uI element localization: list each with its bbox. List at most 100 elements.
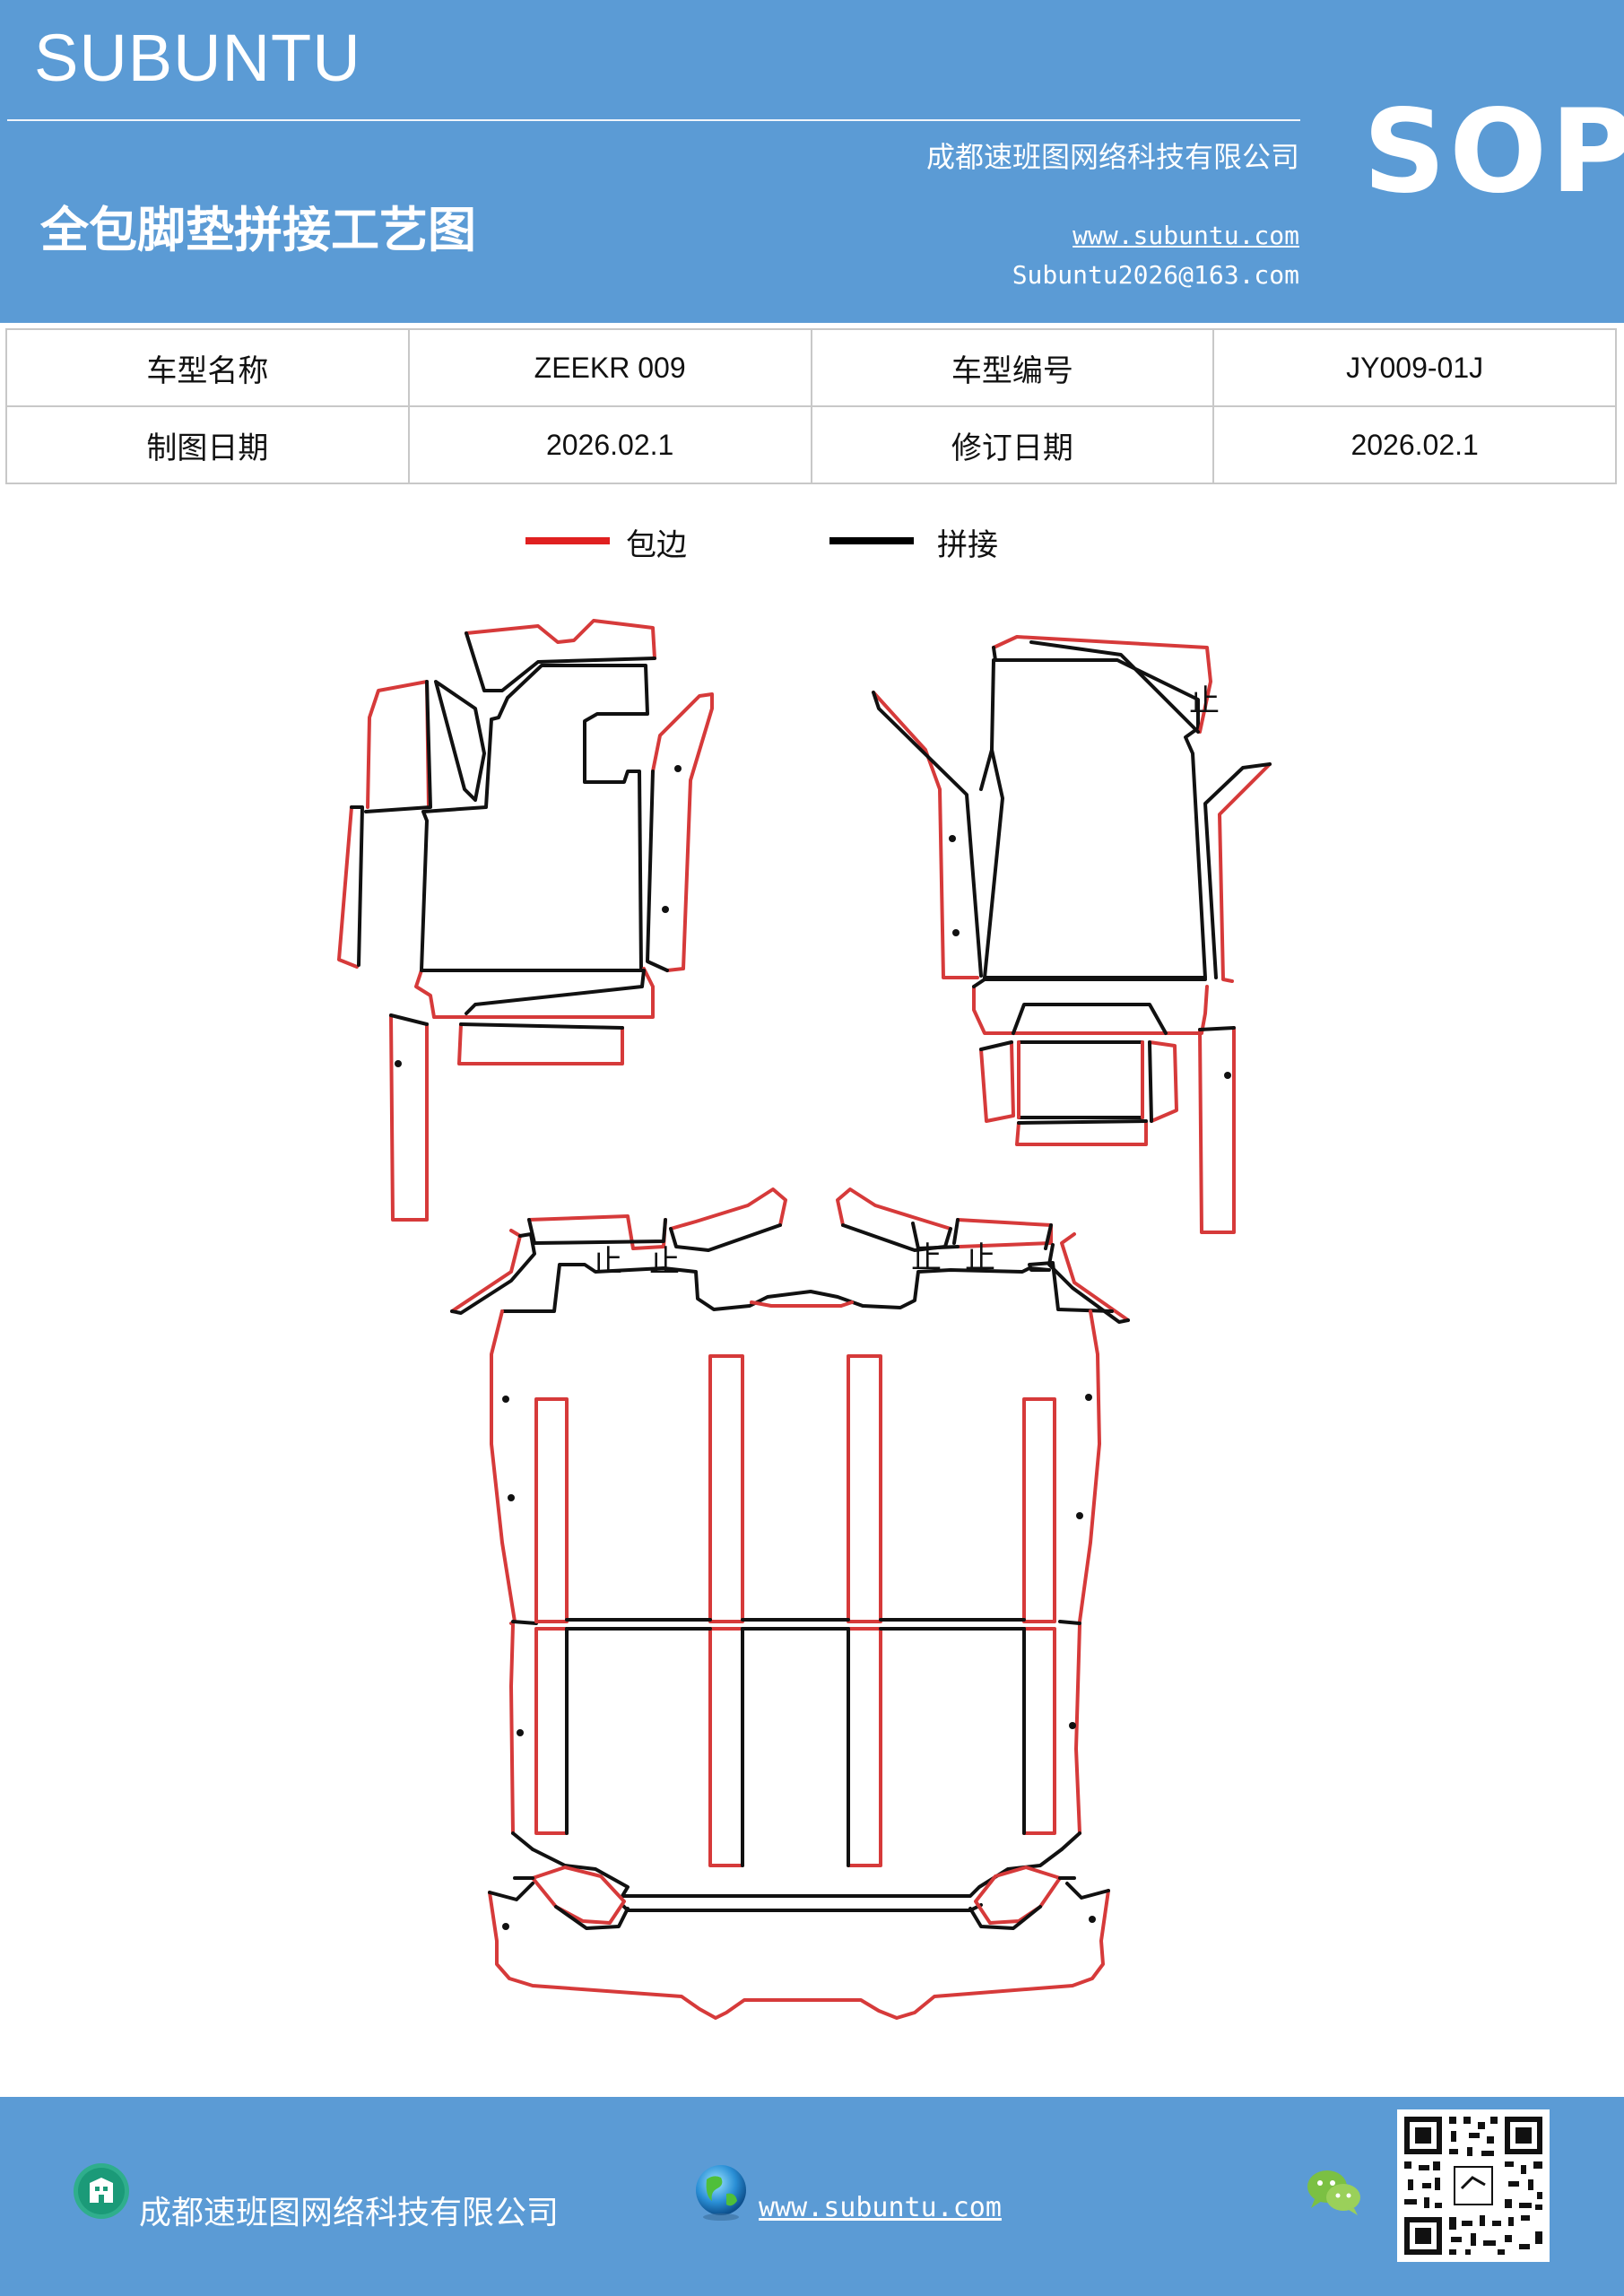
header-company: 成都速班图网络科技有限公司 [925, 140, 1299, 174]
vehicle-info-table: 车型名称 ZEEKR 009 车型编号 JY009-01J 制图日期 2026.… [5, 328, 1617, 484]
rear-center-top [750, 1300, 854, 1308]
revision-date-label: 修订日期 [810, 405, 1215, 484]
fixing-dot [502, 1923, 509, 1930]
model-code-value: JY009-01J [1212, 328, 1617, 407]
driver-mat-front-piece [414, 967, 655, 1019]
header-website-link[interactable]: www.subuntu.com [1073, 221, 1299, 250]
footer-banner: 成都速班图网络科技有限公司 www.subuntu.com [0, 2097, 1624, 2296]
passenger-mat-center-box-edge [1017, 1040, 1144, 1119]
rear-top-right-wing [836, 1187, 952, 1231]
fixing-dot [1069, 1722, 1076, 1729]
header-divider [7, 119, 1300, 121]
passenger-mat-top-piece [992, 635, 1212, 734]
fixing-dot [395, 1060, 402, 1067]
driver-mat-right-strip-seam [646, 770, 669, 972]
passenger-mat-door-strip [1198, 1026, 1236, 1234]
driver-mat-left-strip-seam [350, 805, 364, 967]
rear-top-left-tab-seam [450, 1232, 536, 1315]
passenger-mat-side-right [1148, 1040, 1178, 1123]
legend-item-edge: 包边 [525, 520, 723, 574]
fixing-dot [1085, 1394, 1092, 1401]
driver-mat-top-piece [465, 619, 656, 660]
model-name-label: 车型名称 [5, 328, 410, 407]
passenger-mat-side-right-seam [1148, 1040, 1153, 1123]
driver-mat-top-seam [465, 631, 656, 692]
rear-strip-vertical-seams [565, 1627, 1026, 1867]
model-name-value: ZEEKR 009 [407, 328, 812, 407]
passenger-mat-front-bar [1015, 1119, 1148, 1146]
rear-strip-1 [534, 1397, 569, 1623]
rear-strip-5 [534, 1627, 569, 1835]
building-icon [74, 2163, 129, 2219]
passenger-mat-front-seam [972, 978, 1207, 1035]
driver-mat-front-seam [420, 969, 646, 1015]
passenger-mat-front-piece [972, 985, 1209, 1035]
revision-date-value: 2026.02.1 [1212, 405, 1617, 484]
rear-floor-mid-left [509, 1623, 515, 1835]
rear-top-right-tab-seam [1047, 1243, 1130, 1324]
table-row: 车型名称 ZEEKR 009 车型编号 JY009-01J [5, 328, 1617, 407]
model-code-label: 车型编号 [810, 328, 1215, 407]
sop-badge: SOP [1363, 85, 1624, 219]
draw-date-value: 2026.02.1 [407, 405, 812, 484]
fixing-dot [1089, 1916, 1096, 1923]
rear-strip-3 [847, 1354, 882, 1623]
rear-lobe-right [974, 1866, 1062, 1925]
legend-label-seam: 拼接 [937, 527, 998, 563]
brand-name: SUBUNTU [34, 21, 361, 95]
stop-mark: 止 [592, 1244, 622, 1280]
rear-top-right-tab [1060, 1232, 1130, 1322]
passenger-mat-main [983, 658, 1207, 979]
rear-strip-4 [1022, 1397, 1056, 1623]
draw-date-label: 制图日期 [5, 405, 410, 484]
fixing-dot [949, 835, 956, 842]
passenger-mat-side-left-seam [979, 1040, 1013, 1051]
legend-label-edge: 包边 [626, 527, 687, 563]
stop-mark: 止 [1189, 683, 1220, 719]
legend-swatch-seam [829, 537, 914, 544]
rear-strip-7 [847, 1627, 882, 1867]
fixing-dot [1224, 1072, 1231, 1079]
driver-mat-main [420, 664, 649, 972]
passenger-mat-center-box [1017, 1040, 1144, 1119]
globe-icon [696, 2165, 746, 2221]
rear-top-left-center-seam [527, 1218, 667, 1245]
passenger-mat-top-seam [992, 640, 1200, 734]
document-title: 全包脚垫拼接工艺图 [40, 201, 476, 258]
rear-strip-8 [1022, 1627, 1056, 1835]
driver-mat-right-strip [651, 692, 714, 972]
footer-website-link[interactable]: www.subuntu.com [759, 2192, 1002, 2223]
footer-company: 成都速班图网络科技有限公司 [139, 2195, 560, 2231]
wechat-icon [1307, 2170, 1360, 2215]
driver-mat-triangle [434, 680, 486, 802]
rear-lobe-right-seam [968, 1876, 1076, 1930]
driver-mat-front-bar-seam [459, 1022, 624, 1030]
rear-bottom-seam-2 [621, 1903, 983, 1912]
driver-mat-left-strip [337, 805, 359, 969]
rear-floor-mid-right-seam [1058, 1620, 1081, 1851]
rear-floor-mid-right [1074, 1623, 1081, 1835]
rear-floor-outline-right [1078, 1309, 1101, 1623]
driver-side-mat-group [337, 619, 714, 1222]
rear-floor-mat-group: 止 止 止 止 [450, 1187, 1130, 2020]
rear-floor-mid-left-seam [511, 1620, 538, 1851]
rear-strip-6 [708, 1627, 744, 1867]
fixing-dot [502, 1396, 509, 1403]
driver-mat-front-bar [457, 1022, 624, 1065]
passenger-side-mat-group: 止 [872, 635, 1272, 1234]
rear-floor-bottom-seam [488, 1882, 1110, 1901]
rear-floor-outline-left [490, 1309, 517, 1625]
driver-mat-left-outer [366, 680, 430, 809]
rear-top-left-tab [450, 1229, 522, 1313]
fixing-dot [662, 906, 669, 913]
legend-item-seam: 拼接 [829, 520, 1027, 574]
fixing-dot [952, 929, 960, 936]
rear-top-right-center [956, 1218, 1053, 1248]
passenger-mat-left-strip [872, 691, 979, 979]
fixing-dot [517, 1729, 524, 1736]
qr-code[interactable] [1397, 2109, 1550, 2262]
passenger-mat-right-strip [1218, 762, 1272, 983]
rear-lobe-left-seam [513, 1876, 630, 1930]
driver-mat-door-strip-seam [389, 1013, 429, 1026]
header-email: Subuntu2026@163.com [1012, 260, 1299, 290]
